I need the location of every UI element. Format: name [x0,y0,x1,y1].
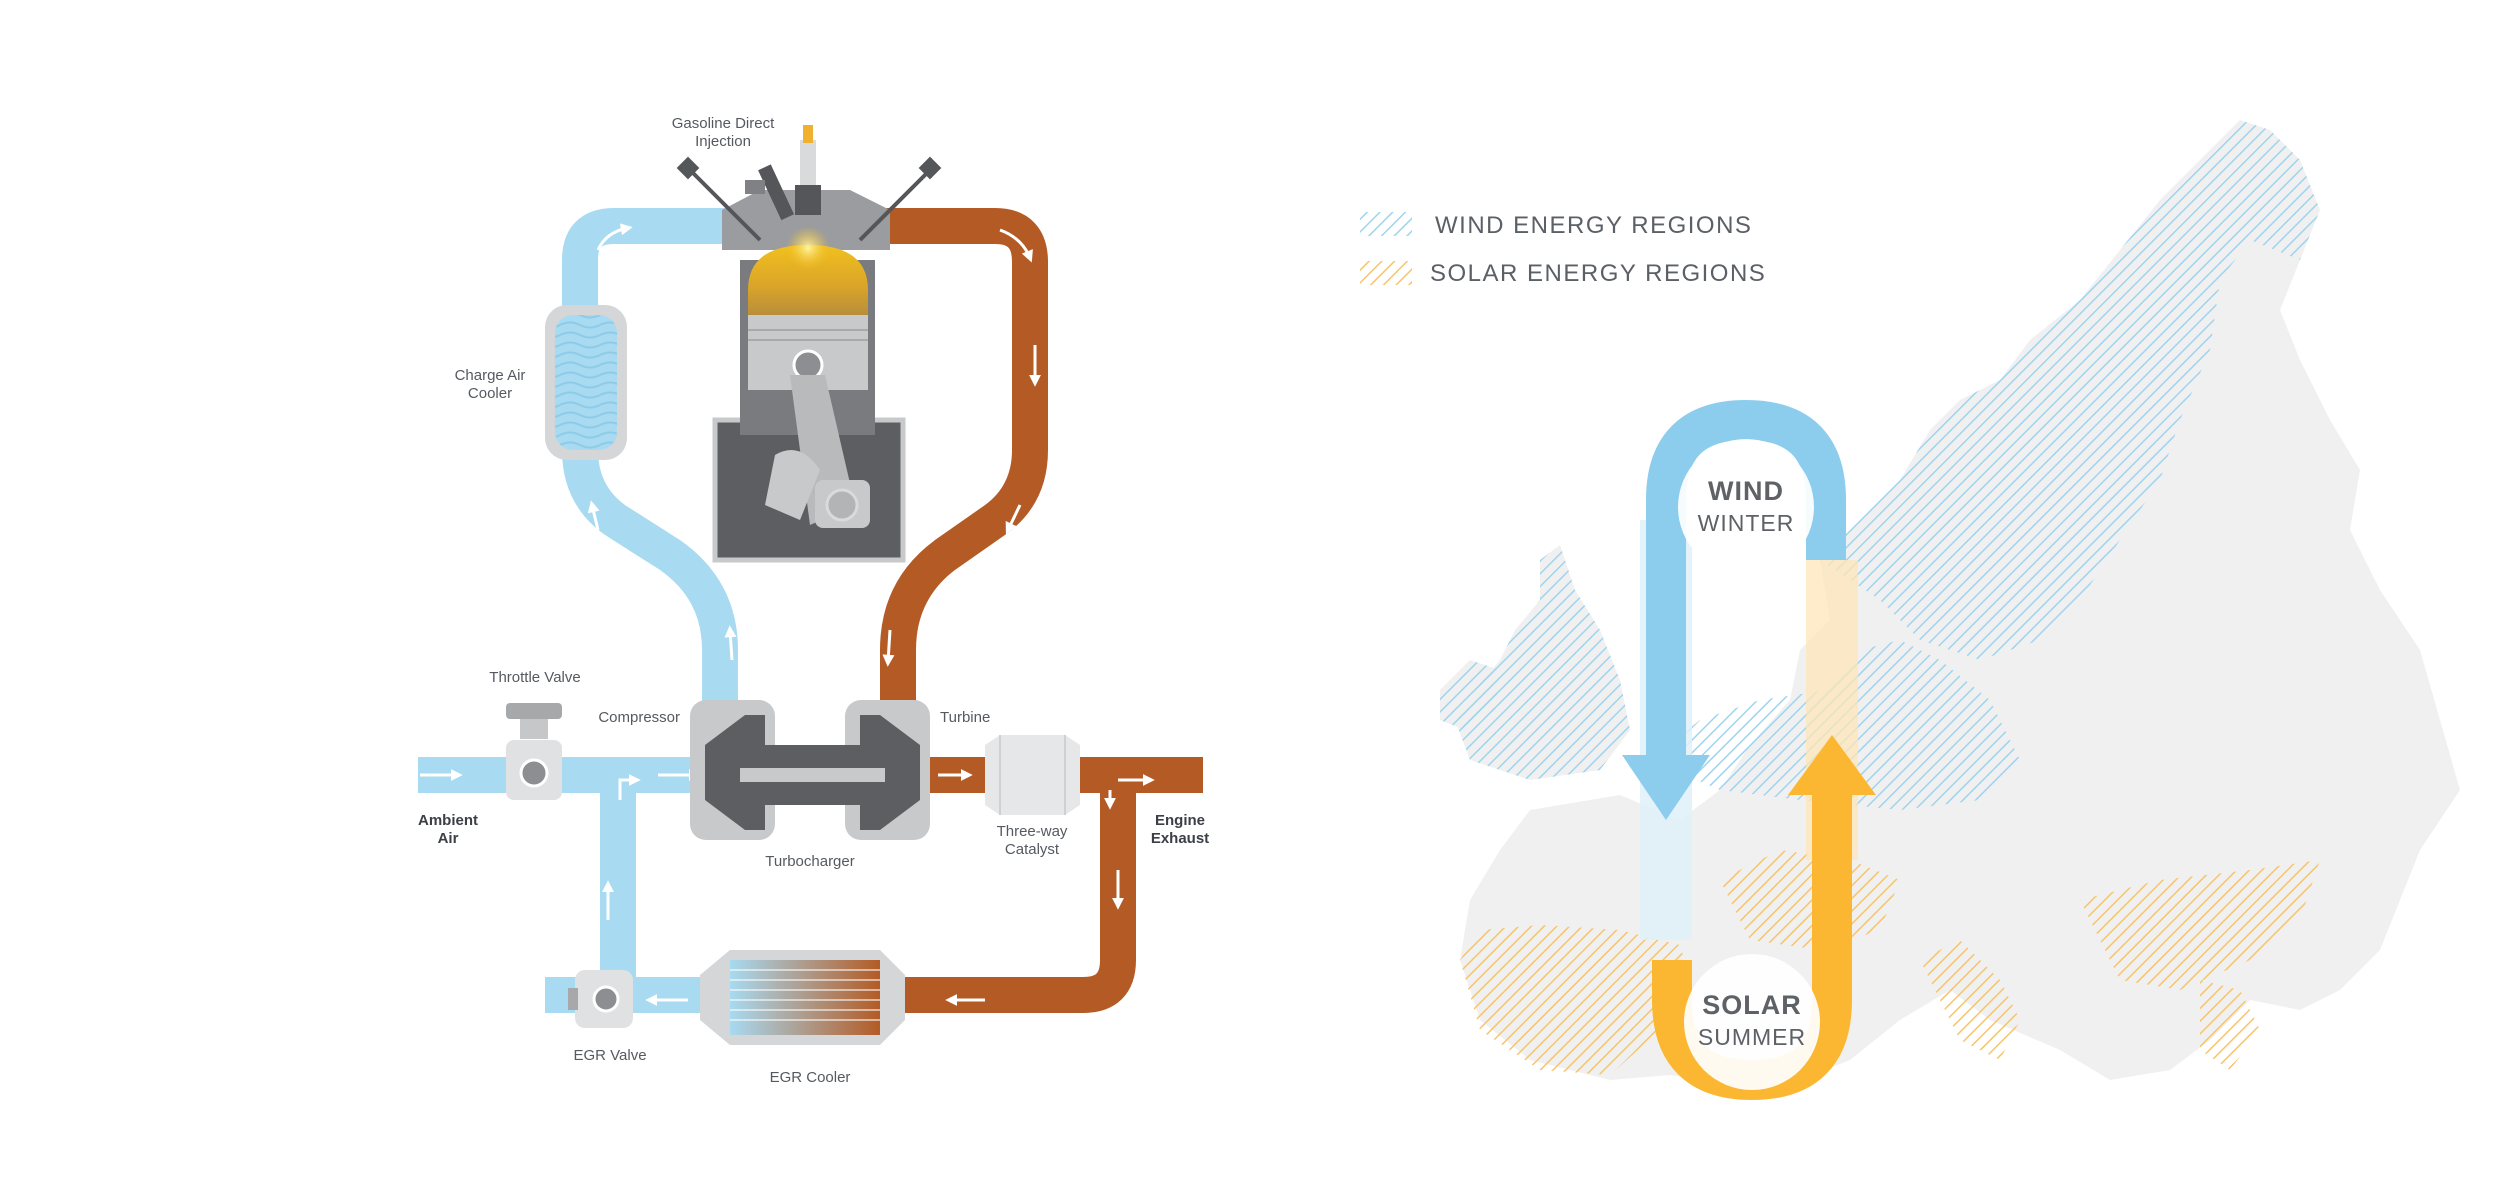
charge-air-cooler-label-line2: Cooler [468,385,512,402]
turbocharger [690,700,930,840]
wind-legend-swatch [1360,212,1412,236]
solar-season: SUMMER [1698,1024,1806,1050]
compressor-label: Compressor [598,709,680,726]
egr-cooler-label: EGR Cooler [770,1069,851,1086]
solar-legend-label: SOLAR ENERGY REGIONS [1430,260,1766,287]
gdi-label-line2: Injection [695,133,751,150]
flow-arrows [420,223,1155,1006]
exhaust-path [865,208,1203,1013]
engine-block [712,190,906,563]
ambient-air-label-line1: Ambient [418,812,478,829]
solar-title: SOLAR [1702,990,1802,1020]
charge-air-cooler [545,305,627,460]
solar-cycle: SOLAR SUMMER [1652,735,1876,1101]
gasoline-direct-injection [676,125,942,242]
wind-title: WIND [1708,476,1784,506]
engine-diagram: Gasoline Direct Injection Charge Air Coo… [418,115,1209,1086]
wind-badge [1678,439,1814,575]
solar-badge [1684,954,1820,1090]
energy-map: WIND WINTER SOLAR SUMMER WIND ENERGY REG… [1360,120,2460,1101]
ambient-air-label-line2: Air [438,830,459,847]
egr-valve [568,970,633,1028]
wind-legend-label: WIND ENERGY REGIONS [1435,212,1752,239]
solar-energy-regions [1460,850,2320,1075]
three-way-catalyst-label-line1: Three-way [997,823,1068,840]
turbine-label: Turbine [940,709,990,726]
egr-valve-label: EGR Valve [573,1047,646,1064]
wind-cycle: WIND WINTER [1622,399,1846,820]
engine-labels: Gasoline Direct Injection Charge Air Coo… [418,115,1209,1086]
legend-item-solar: SOLAR ENERGY REGIONS [1360,260,1766,287]
wind-season: WINTER [1698,510,1795,536]
gdi-label-line1: Gasoline Direct [672,115,775,132]
solar-legend-swatch [1360,261,1412,285]
three-way-catalyst [985,735,1080,815]
charge-air-cooler-label-line1: Charge Air [455,367,526,384]
engine-exhaust-label-line2: Exhaust [1151,830,1209,847]
turbocharger-label: Turbocharger [765,853,855,870]
throttle-valve-label: Throttle Valve [489,669,580,686]
throttle-valve [506,703,562,800]
three-way-catalyst-label-line2: Catalyst [1005,841,1060,858]
map-legend: WIND ENERGY REGIONS SOLAR ENERGY REGIONS [1360,212,1766,287]
legend-item-wind: WIND ENERGY REGIONS [1360,212,1752,239]
engine-exhaust-label-line1: Engine [1155,812,1205,829]
egr-cooler [700,950,905,1045]
